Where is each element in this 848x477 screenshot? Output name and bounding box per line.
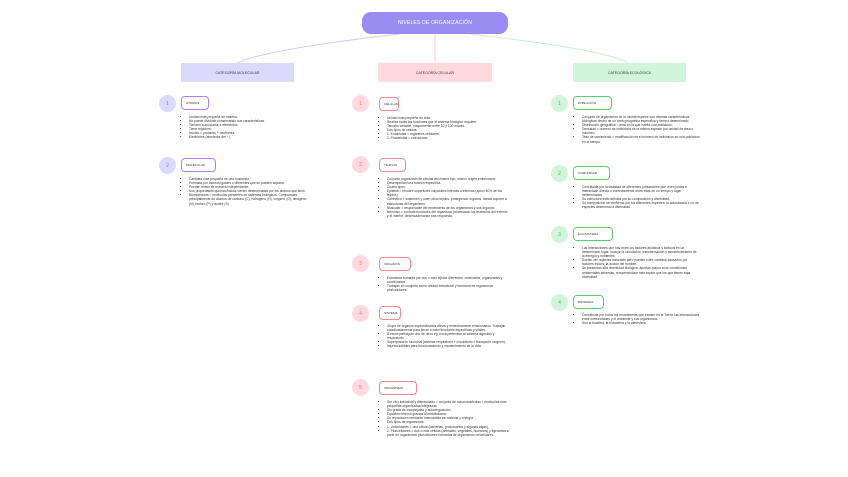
desc-moleculas: Cantidad más pequeña de una sustancia. F…	[182, 177, 307, 206]
tag-biosfera[interactable]: BIOSFERA	[573, 295, 604, 309]
desc-line: Unidad más pequeña de materia.	[189, 115, 299, 119]
tag-moleculas[interactable]: MOLÉCULAS	[181, 158, 216, 172]
desc-line: Conjunto de organismos de la misma espec…	[582, 115, 700, 123]
category-ecologica[interactable]: CATEGORÍA ECOLÓGICA	[573, 63, 686, 82]
desc-line: Tasa de crecimiento = modificación en el…	[582, 135, 700, 143]
desc-line: Constituida por la totalidad de diferent…	[582, 185, 700, 197]
item-number: 1	[551, 95, 568, 112]
tag-poblacion[interactable]: POBLACIÓN	[573, 96, 612, 110]
desc-organos: Estructura formada por dos o más tejidos…	[380, 276, 509, 292]
item-number: 2	[159, 157, 176, 174]
desc-line: Se reproducen mediante intercambio de ma…	[387, 416, 509, 420]
desc-line: Se presentan alta diversidad biológica, …	[582, 266, 700, 278]
desc-line: Núcleo = protones + neutrones	[189, 131, 299, 135]
desc-line: Biomoléculas = moléculas presentes en si…	[189, 193, 307, 205]
desc-line: Cuatro tipos:	[387, 185, 509, 189]
desc-line: Grupo de órganos especializados afines y…	[387, 324, 509, 332]
item-number: 1	[352, 95, 369, 112]
desc-line: A veces participan uno de otros eg. boca…	[387, 332, 509, 340]
desc-line: Cantidad más pequeña de una sustancia.	[189, 177, 307, 181]
desc-line: Estructura formada por dos o más tejidos…	[387, 276, 509, 284]
desc-line: Dos tipos de células:	[387, 128, 505, 132]
desc-line: 2. Procariotas = estructuras	[387, 136, 505, 140]
desc-line: Equilibrio interno gracias al metabolism…	[387, 412, 509, 416]
item-number: 4	[352, 305, 369, 322]
item-number: 4	[551, 294, 568, 311]
category-molecular[interactable]: CATEGORÍA MOLECULAR	[181, 63, 294, 82]
desc-line: Constituida por todos los ecosistemas qu…	[582, 313, 700, 321]
desc-line: Desempeñan una función específica.	[387, 181, 509, 185]
desc-line: Epitelial = recubre superficies corporal…	[387, 189, 509, 197]
desc-line: Las interacciones que hay entre los fact…	[582, 246, 700, 258]
desc-line: Unidad más pequeña de vida.	[387, 116, 505, 120]
desc-line: Imprescindibles para funcionamiento y ma…	[387, 344, 509, 348]
desc-line: Densidad = número de individuos de la mi…	[582, 127, 700, 135]
desc-organismo: Ser vivo individual y diferenciado = con…	[380, 400, 509, 437]
desc-line: Dos tipos de organismos:	[387, 420, 509, 424]
desc-biosfera: Constituida por todos los ecosistemas qu…	[575, 313, 700, 325]
desc-line: Nervioso = controla funciones del organi…	[387, 210, 509, 218]
desc-line: Formada por átomos iguales o diferentes …	[189, 181, 307, 185]
desc-line: Su composición se conforma por los difer…	[582, 201, 700, 209]
desc-line: Distribución geográfica = área en la que…	[582, 123, 700, 127]
tag-organismo[interactable]: ORGANISMO	[379, 381, 417, 395]
desc-line: 2. Pluricelulares = dos o más células (a…	[387, 429, 509, 437]
desc-line: Muscular = responsable del movimiento de…	[387, 206, 509, 210]
desc-ecosistema: Las interacciones que hay entre los fact…	[575, 246, 700, 279]
desc-line: Tienden a asociarse a elementos.	[189, 123, 299, 127]
tag-organos[interactable]: ÓRGANOS	[379, 257, 411, 271]
desc-line: Pueden existir de manera independiente.	[189, 185, 307, 189]
tag-ecosistema[interactable]: ECOSISTEMA	[573, 227, 613, 241]
desc-line: Tamaño variable, mayormente entre 10 y 1…	[387, 124, 505, 128]
desc-line: Ser vivo individual y diferenciado = con…	[387, 400, 509, 408]
item-number: 1	[159, 95, 176, 112]
desc-line: 1. Unicelulares = una célula (bacterias,…	[387, 425, 509, 429]
desc-line: Conectivo = sostienen y unen otros tejid…	[387, 197, 509, 205]
desc-poblacion: Conjunto de organismos de la misma espec…	[575, 115, 700, 144]
desc-celulas: Unidad más pequeña de vida. Realiza toda…	[380, 116, 505, 141]
tag-sistema[interactable]: SISTEMA	[379, 306, 401, 320]
item-number: 3	[551, 226, 568, 243]
desc-comunidad: Constituida por la totalidad de diferent…	[575, 185, 700, 210]
desc-line: 1. Eucariotas = organelos celulares.	[387, 132, 505, 136]
desc-line: No puede dividirse conservando sus carac…	[189, 119, 299, 123]
desc-line: Sus propiedades químico/físicas vienen d…	[189, 189, 307, 193]
tag-atomos[interactable]: ÁTOMOS	[181, 96, 209, 110]
desc-line: Superposición funcional (sistema respira…	[387, 340, 509, 344]
item-number: 2	[352, 156, 369, 173]
desc-line: Sin grado de complejidad y autorregulaci…	[387, 408, 509, 412]
desc-line: Trabajan en conjunto como unidad estruct…	[387, 284, 509, 292]
desc-tejidos: Conjunto organizado de células del mismo…	[380, 177, 509, 218]
desc-line: Son la biosfera: la hidrosfera y la atmó…	[582, 321, 700, 325]
category-celular[interactable]: CATEGORÍA CELULAR	[378, 63, 492, 82]
tag-comunidad[interactable]: COMUNIDAD	[573, 166, 610, 180]
item-number: 3	[352, 255, 369, 272]
tag-celulas[interactable]: CÉLULAS	[379, 97, 399, 111]
desc-line: Conjunto organizado de células del mismo…	[387, 177, 509, 181]
item-number: 5	[352, 379, 369, 396]
desc-line: Su estructura está definida por su compo…	[582, 197, 700, 201]
desc-line: Suelen ser regiones naturales pero puede…	[582, 258, 700, 266]
desc-line: Realiza todas las funciones que el siste…	[387, 120, 505, 124]
desc-atomos: Unidad más pequeña de materia. No puede …	[182, 115, 299, 140]
desc-sistema: Grupo de órganos especializados afines y…	[380, 324, 509, 349]
root-title[interactable]: NIVELES DE ORGANIZACIÓN	[362, 12, 508, 34]
desc-line: Electrones (alrededor del *.)	[189, 135, 299, 139]
tag-tejidos[interactable]: TEJIDOS	[379, 158, 406, 172]
desc-line: Tiene regiones:	[189, 127, 299, 131]
item-number: 2	[551, 165, 568, 182]
